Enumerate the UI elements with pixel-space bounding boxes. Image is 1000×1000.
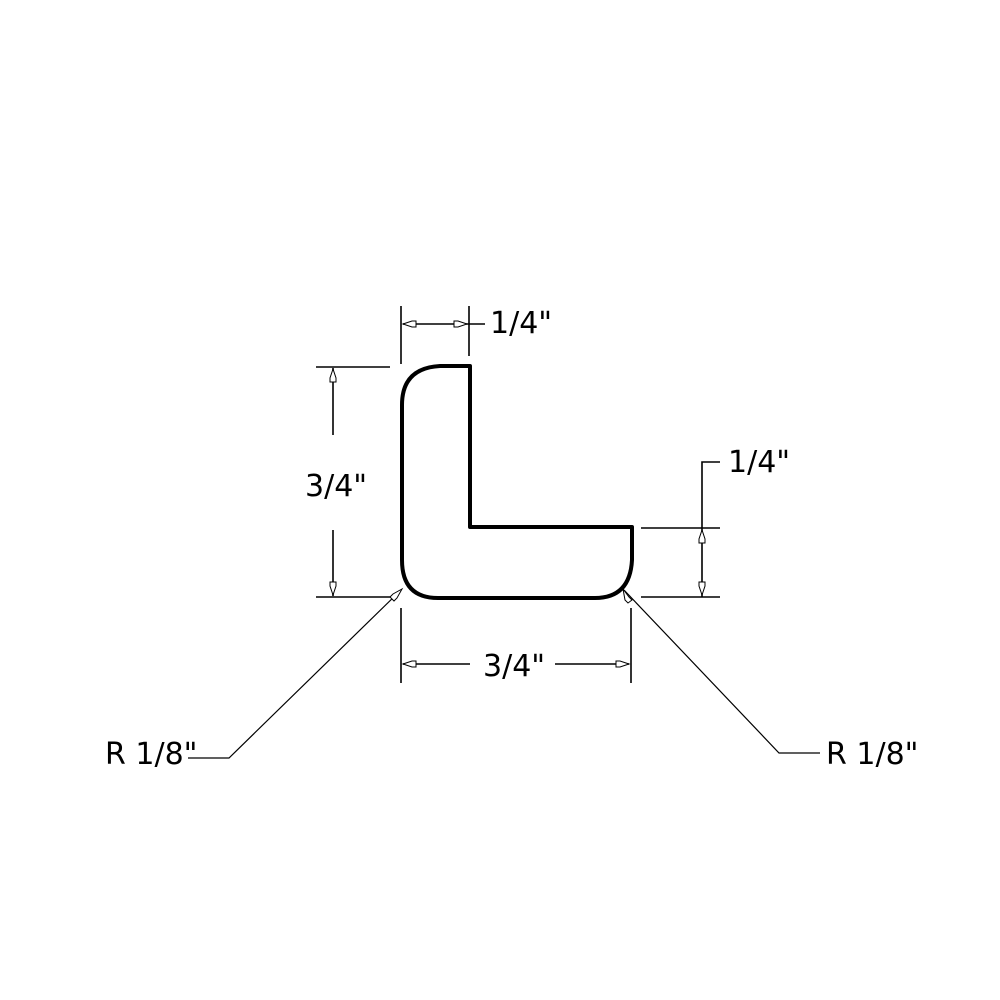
- dimension-label: 1/4": [728, 445, 790, 480]
- dimension-right-height: 1/4": [641, 445, 790, 598]
- radius-label: R 1/8": [105, 737, 197, 772]
- dimension-label: 1/4": [490, 306, 552, 341]
- radius-callout-right: R 1/8": [622, 588, 918, 772]
- radius-label: R 1/8": [826, 737, 918, 772]
- dimension-top-width: 1/4": [400, 306, 552, 364]
- dimension-label: 3/4": [483, 649, 545, 684]
- arrowhead-icon: [698, 581, 706, 597]
- l-profile-outline: [400, 364, 634, 600]
- dimension-bottom-width: 3/4": [400, 608, 632, 684]
- arrowhead-icon: [329, 581, 337, 597]
- arrowhead-icon: [401, 320, 417, 328]
- radius-callout-left: R 1/8": [105, 587, 404, 772]
- arrowhead-icon: [453, 320, 469, 328]
- arrowhead-icon: [401, 660, 417, 668]
- arrowhead-icon: [622, 588, 633, 604]
- dimension-label: 3/4": [305, 469, 367, 504]
- arrowhead-icon: [615, 660, 631, 668]
- dimension-left-height: 3/4": [305, 366, 392, 598]
- arrowhead-icon: [389, 587, 404, 602]
- arrowhead-icon: [329, 367, 337, 383]
- arrowhead-icon: [698, 528, 706, 544]
